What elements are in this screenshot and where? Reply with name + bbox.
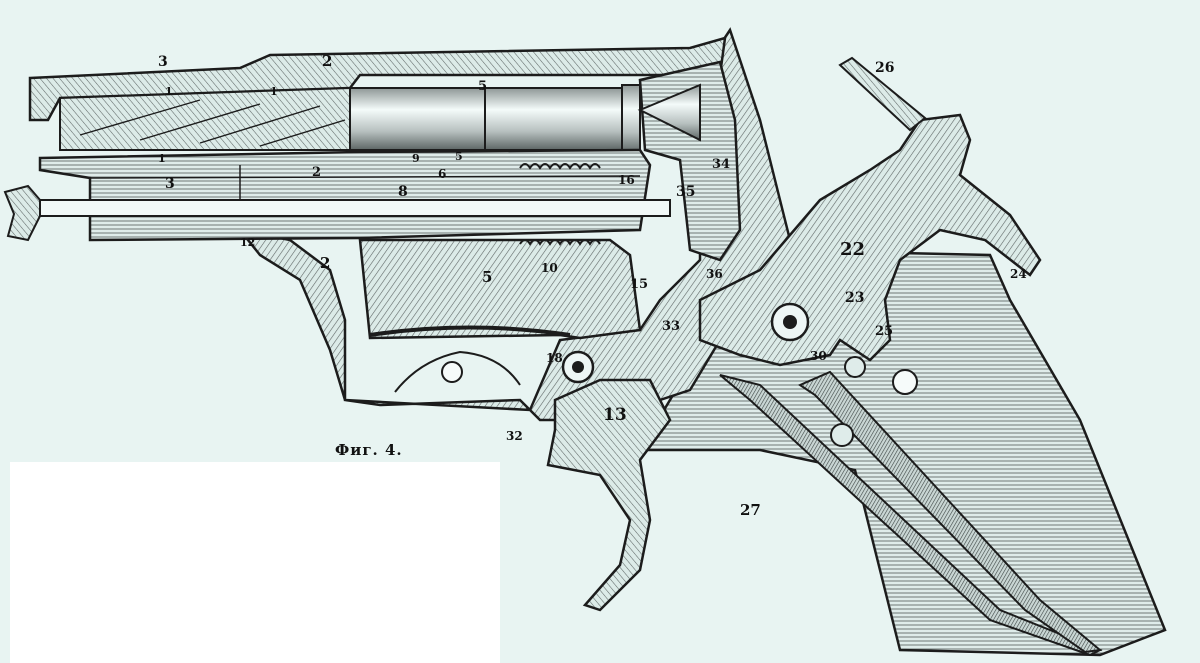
part-label-24: 24: [1010, 267, 1027, 281]
part-label-32: 32: [506, 429, 523, 443]
part-label-5: 5: [478, 79, 487, 94]
frame-screw-hole: [441, 361, 463, 383]
part-label-13: 13: [603, 405, 627, 425]
firing-pin-cone: [637, 83, 701, 142]
frame: [236, 27, 802, 422]
part-label-2: 2: [320, 254, 330, 272]
ejector-rod: [29, 199, 671, 217]
part-label-36: 36: [706, 267, 723, 281]
cylinder-chamber: [349, 87, 641, 151]
mainspring: [719, 374, 1103, 657]
cylinder-body: [358, 238, 642, 340]
part-label-25: 25: [875, 324, 893, 339]
part-label-15: 15: [630, 277, 648, 292]
part-label-23: 23: [845, 290, 864, 306]
part-label-3: 3: [158, 54, 168, 70]
part-label-1: 1: [270, 85, 278, 98]
spring-upper: [519, 163, 601, 170]
hammer: [698, 113, 1042, 367]
part-label-35: 35: [676, 184, 695, 200]
blank-area: [10, 462, 500, 663]
figure-caption: Фиг. 4.: [335, 441, 403, 459]
part-label-10: 10: [541, 261, 558, 275]
trigger: [546, 378, 672, 612]
part-label-18: 18: [546, 351, 563, 365]
part-label-22: 22: [840, 239, 865, 260]
rifled-bore: [59, 86, 351, 151]
part-label-1: 1: [165, 85, 173, 98]
barrel-lower-housing: [38, 148, 652, 242]
part-label-9: 9: [412, 152, 420, 165]
part-label-26: 26: [875, 60, 894, 76]
ejector-head: [3, 184, 41, 242]
cartridge-rim: [621, 84, 641, 154]
grip-screw-hole-2: [844, 356, 866, 378]
part-label-6: 6: [438, 167, 446, 181]
part-label-12: 12: [240, 236, 255, 249]
part-label-8: 8: [398, 184, 408, 200]
part-label-1: 1: [158, 152, 166, 165]
part-label-16: 16: [618, 173, 635, 187]
part-label-33: 33: [662, 319, 680, 334]
grip-screw-hole-1: [892, 369, 918, 395]
part-label-2: 2: [322, 52, 332, 70]
part-label-30: 30: [810, 349, 827, 363]
part-label-3: 3: [165, 176, 175, 192]
part-label-5: 5: [482, 268, 492, 286]
hammer-spur: [838, 56, 927, 132]
part-label-2: 2: [312, 165, 321, 180]
grip-screw-hole-3: [830, 423, 854, 447]
barrel-top-strap: [28, 36, 727, 122]
part-label-27: 27: [740, 501, 761, 519]
part-label-34: 34: [712, 157, 730, 172]
part-label-5: 5: [455, 150, 463, 163]
rifling-lines: [79, 99, 346, 147]
spring-lower: [519, 239, 601, 246]
